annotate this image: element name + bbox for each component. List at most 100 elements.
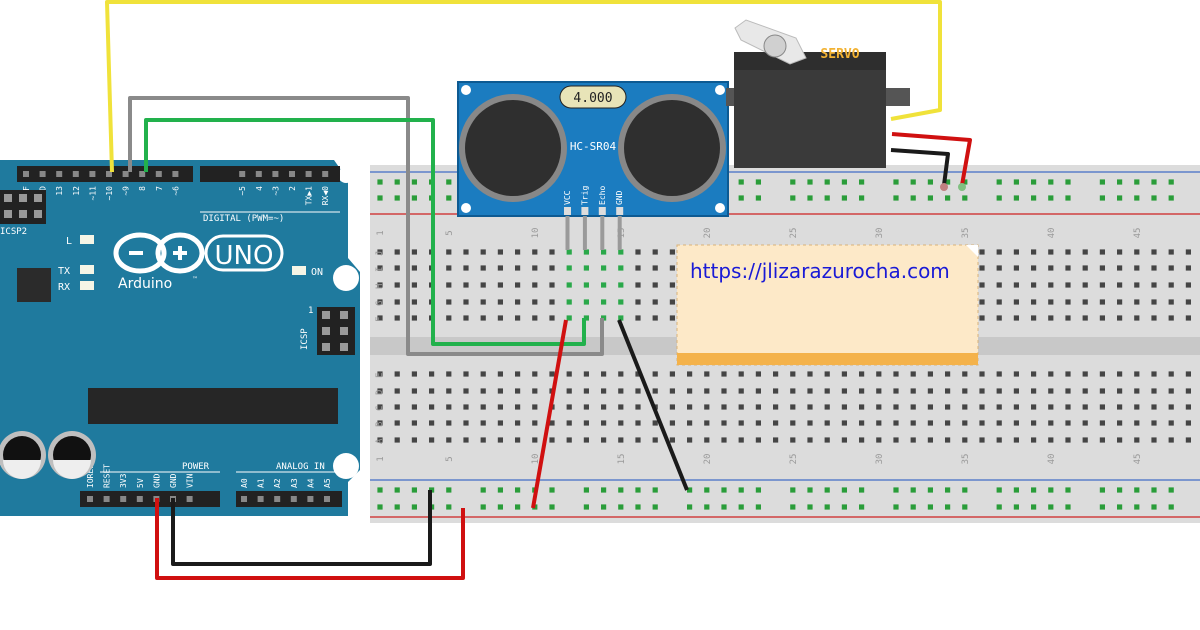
breadboard-hole [704,371,710,377]
analog-pin-label: A4 [306,478,315,488]
breadboard-hole [738,195,744,201]
breadboard-hole [1013,437,1019,443]
breadboard-hole [515,487,521,493]
breadboard-hole [979,315,985,321]
breadboard-hole [1048,195,1054,201]
wire-green-trig [144,118,586,346]
breadboard-hole [446,299,452,305]
breadboard-hole [377,487,383,493]
row-letter: H [375,284,385,289]
power-section-label: POWER [182,462,210,472]
breadboard-hole [652,420,658,426]
breadboard-hole [566,299,572,305]
breadboard-hole [583,265,589,271]
breadboard-hole [1168,487,1174,493]
breadboard-hole [927,420,933,426]
breadboard-hole [1099,388,1105,394]
breadboard-hole [652,249,658,255]
breadboard-hole [463,249,469,255]
breadboard-hole [394,249,400,255]
breadboard-hole [1099,195,1105,201]
servo-label: SERVO [820,47,859,62]
model-name: UNO [215,241,274,271]
digital-pin-label: 13 [55,186,64,196]
digital-header-left [17,166,193,182]
breadboard-hole [583,487,589,493]
breadboard-hole [1168,315,1174,321]
column-number: 5 [445,230,455,235]
breadboard-hole [532,265,538,271]
breadboard-hole [497,404,503,410]
breadboard-hole [1048,299,1054,305]
row-letter: F [375,317,385,322]
breadboard-hole [738,388,744,394]
breadboard-hole [945,404,951,410]
breadboard-hole [1185,388,1191,394]
header-pin [186,496,193,502]
breadboard-hole [755,404,761,410]
breadboard-hole [910,487,916,493]
breadboard-hole [1185,404,1191,410]
breadboard-hole [1048,437,1054,443]
breadboard-hole [463,371,469,377]
capacitor [48,431,96,479]
breadboard-hole [1134,265,1140,271]
breadboard-hole [377,179,383,185]
breadboard-hole [824,504,830,510]
breadboard-hole [1099,487,1105,493]
breadboard-hole [859,404,865,410]
breadboard-hole [377,265,383,271]
breadboard-hole [463,437,469,443]
sensor-pin-leg [582,216,587,250]
breadboard-hole [1151,504,1157,510]
breadboard-hole [841,420,847,426]
breadboard-hole [480,249,486,255]
breadboard-hole [1099,437,1105,443]
breadboard-hole [480,388,486,394]
header-pin [241,496,247,502]
breadboard-hole [1065,388,1071,394]
breadboard-hole [411,315,417,321]
breadboard-hole [601,371,607,377]
breadboard-hole [1065,504,1071,510]
digital-pin-label: 8 [138,186,147,191]
breadboard-hole [1185,282,1191,288]
breadboard-hole [377,388,383,394]
breadboard-hole [1099,315,1105,321]
breadboard-hole [1013,179,1019,185]
breadboard-hole [859,487,865,493]
breadboard-hole [497,437,503,443]
breadboard-hole [480,504,486,510]
breadboard-hole [618,299,624,305]
breadboard-hole [945,371,951,377]
breadboard-hole [738,504,744,510]
breadboard-hole [927,437,933,443]
breadboard-hole [704,504,710,510]
breadboard-hole [1048,487,1054,493]
trademark-mark: ™ [192,276,198,283]
breadboard-hole [669,265,675,271]
icsp-pins [322,311,348,351]
digital-pin-label: 4 [255,186,264,191]
breadboard-hole [377,404,383,410]
breadboard-hole [1082,437,1088,443]
breadboard-hole [1099,504,1105,510]
breadboard-hole [446,420,452,426]
header-pin [103,496,110,502]
breadboard-hole [411,299,417,305]
breadboard-hole [910,404,916,410]
breadboard-hole [411,195,417,201]
breadboard-hole [687,420,693,426]
breadboard-hole [910,437,916,443]
breadboard-hole [377,299,383,305]
breadboard-hole [1185,299,1191,305]
breadboard-hole [1117,404,1123,410]
breadboard-hole [549,487,555,493]
header-pin [307,496,314,502]
mount-hole [461,85,471,95]
breadboard-hole [549,371,555,377]
breadboard-hole [807,195,813,201]
note-link[interactable]: https://jlizarazurocha.com [690,259,950,283]
row-letter: I [375,267,385,272]
breadboard-hole [1065,487,1071,493]
